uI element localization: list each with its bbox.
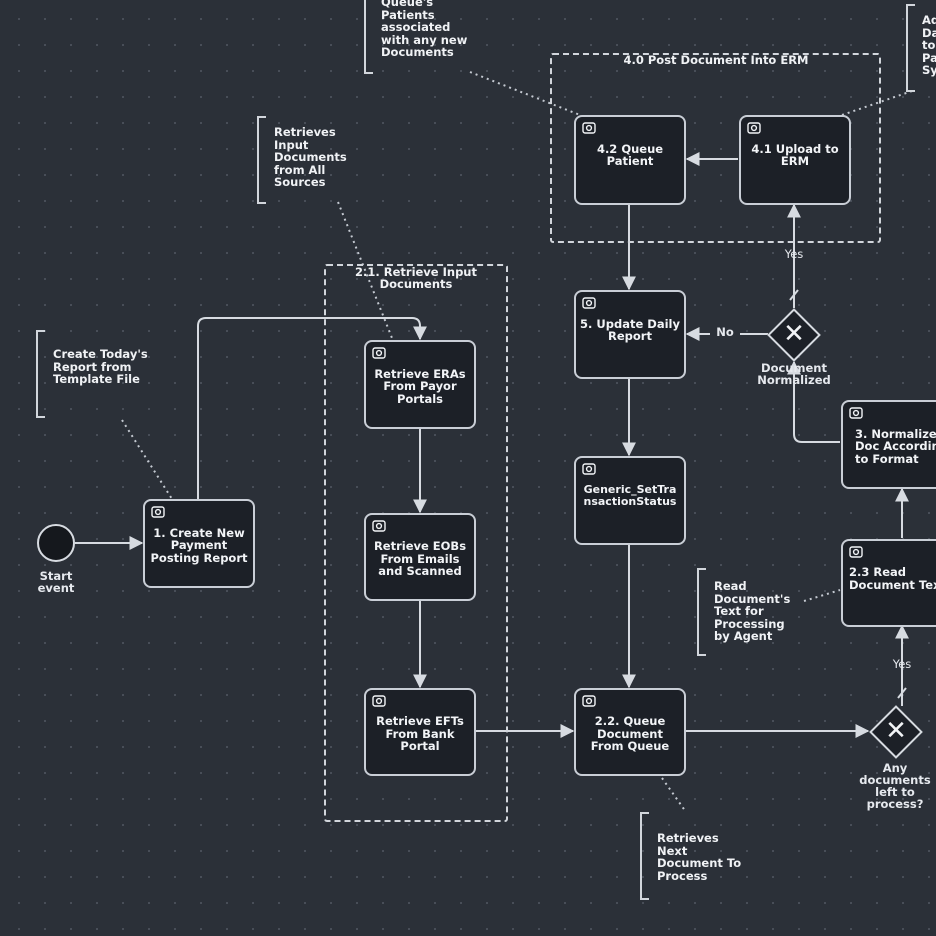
start-event-label: Start event: [37, 569, 75, 595]
task-create-report-label: 1. Create New Payment Posting Report: [150, 525, 248, 565]
task-read-text-label: 2.3 Read Document Tex: [849, 565, 936, 592]
task-read-text[interactable]: 2.3 Read Document Tex: [841, 539, 936, 627]
task-set-transaction-status[interactable]: Generic_SetTransactionStatus: [574, 456, 686, 545]
annotation-bracket-top-right: [906, 4, 915, 92]
annotation-retrieve-input: Retrieves Input Documents from All Sourc…: [274, 125, 347, 189]
task-retrieve-efts-label: Retrieve EFTs From Bank Portal: [376, 714, 464, 754]
assoc-read-text: [803, 589, 841, 602]
gateway-normalized-label: Document Normalized: [757, 361, 831, 387]
task-upload-erm[interactable]: 4.1 Upload to ERM: [739, 115, 851, 205]
group-post-document-label: 4.0 Post Document Into ERM: [623, 53, 809, 67]
assoc-next-document: [661, 777, 687, 813]
task-update-daily-report[interactable]: 5. Update Daily Report: [574, 290, 686, 379]
annotation-top-right: Ad Da to Pa Sy: [922, 14, 936, 77]
annotation-bracket-read-text: [697, 568, 706, 656]
annotation-queue-patients: Queue's Patients associated with any new…: [381, 0, 468, 59]
x-icon: ✕: [783, 319, 805, 349]
group-retrieve-input: [324, 264, 508, 822]
group-post-document: [550, 53, 881, 243]
assoc-top-right: [841, 89, 916, 116]
assoc-create-report: [121, 419, 173, 500]
task-normalize-doc[interactable]: 3. Normalize Doc According to Format: [841, 400, 936, 489]
annotation-bracket-next-document: [640, 812, 649, 900]
task-retrieve-eras[interactable]: Retrieve ERAs From Payor Portals: [364, 340, 476, 429]
assoc-queue-patients: [469, 71, 581, 116]
assoc-retrieve-input: [337, 201, 393, 339]
task-retrieve-eobs[interactable]: Retrieve EOBs From Emails and Scanned: [364, 513, 476, 601]
annotation-bracket-create-report: [36, 330, 45, 418]
task-create-report[interactable]: 1. Create New Payment Posting Report: [143, 499, 255, 588]
annotation-bracket-queue-patients: [364, 0, 373, 74]
task-retrieve-eobs-label: Retrieve EOBs From Emails and Scanned: [373, 539, 467, 579]
task-update-daily-report-label: 5. Update Daily Report: [580, 316, 680, 343]
task-retrieve-eras-label: Retrieve ERAs From Payor Portals: [374, 366, 466, 406]
task-queue-patient-label: 4.2 Queue Patient: [596, 141, 664, 169]
camera-icon: [849, 407, 863, 419]
camera-icon: [747, 122, 761, 134]
flow-create-to-eras: [197, 317, 427, 499]
yes-slash-normalized: [789, 289, 799, 301]
camera-icon: [372, 347, 386, 359]
yes-slash-documents: [897, 687, 907, 699]
flow-normalize-to-gateway: [787, 360, 840, 443]
task-queue-document-label: 2.2. Queue Document From Queue: [590, 714, 670, 754]
annotation-create-report: Create Today's Report from Template File: [53, 347, 148, 386]
annotation-read-text: Read Document's Text for Processing by A…: [714, 579, 791, 643]
gateway-normalized-yes: Yes: [784, 247, 804, 261]
task-set-transaction-status-label: Generic_SetTransactionStatus: [583, 482, 677, 508]
annotation-bracket-retrieve-input: [257, 116, 266, 204]
task-queue-document[interactable]: 2.2. Queue Document From Queue: [574, 688, 686, 776]
camera-icon: [372, 695, 386, 707]
camera-icon: [151, 506, 165, 518]
task-upload-erm-label: 4.1 Upload to ERM: [751, 141, 839, 169]
gateway-normalized-no: No: [710, 326, 740, 338]
group-retrieve-input-label: 2.1. Retrieve Input Documents: [355, 265, 477, 291]
task-queue-patient[interactable]: 4.2 Queue Patient: [574, 115, 686, 205]
gateway-documents-left-yes: Yes: [892, 657, 912, 671]
gateway-documents-left-label: Any documents left to process?: [859, 761, 931, 811]
annotation-next-document: Retrieves Next Document To Process: [657, 831, 742, 883]
camera-icon: [372, 520, 386, 532]
task-retrieve-efts[interactable]: Retrieve EFTs From Bank Portal: [364, 688, 476, 776]
task-normalize-doc-label: 3. Normalize Doc According to Format: [855, 426, 936, 466]
camera-icon: [582, 463, 596, 475]
start-event[interactable]: [37, 524, 75, 562]
camera-icon: [849, 546, 863, 558]
camera-icon: [582, 297, 596, 309]
x-icon: ✕: [885, 716, 907, 746]
camera-icon: [582, 695, 596, 707]
camera-icon: [582, 122, 596, 134]
